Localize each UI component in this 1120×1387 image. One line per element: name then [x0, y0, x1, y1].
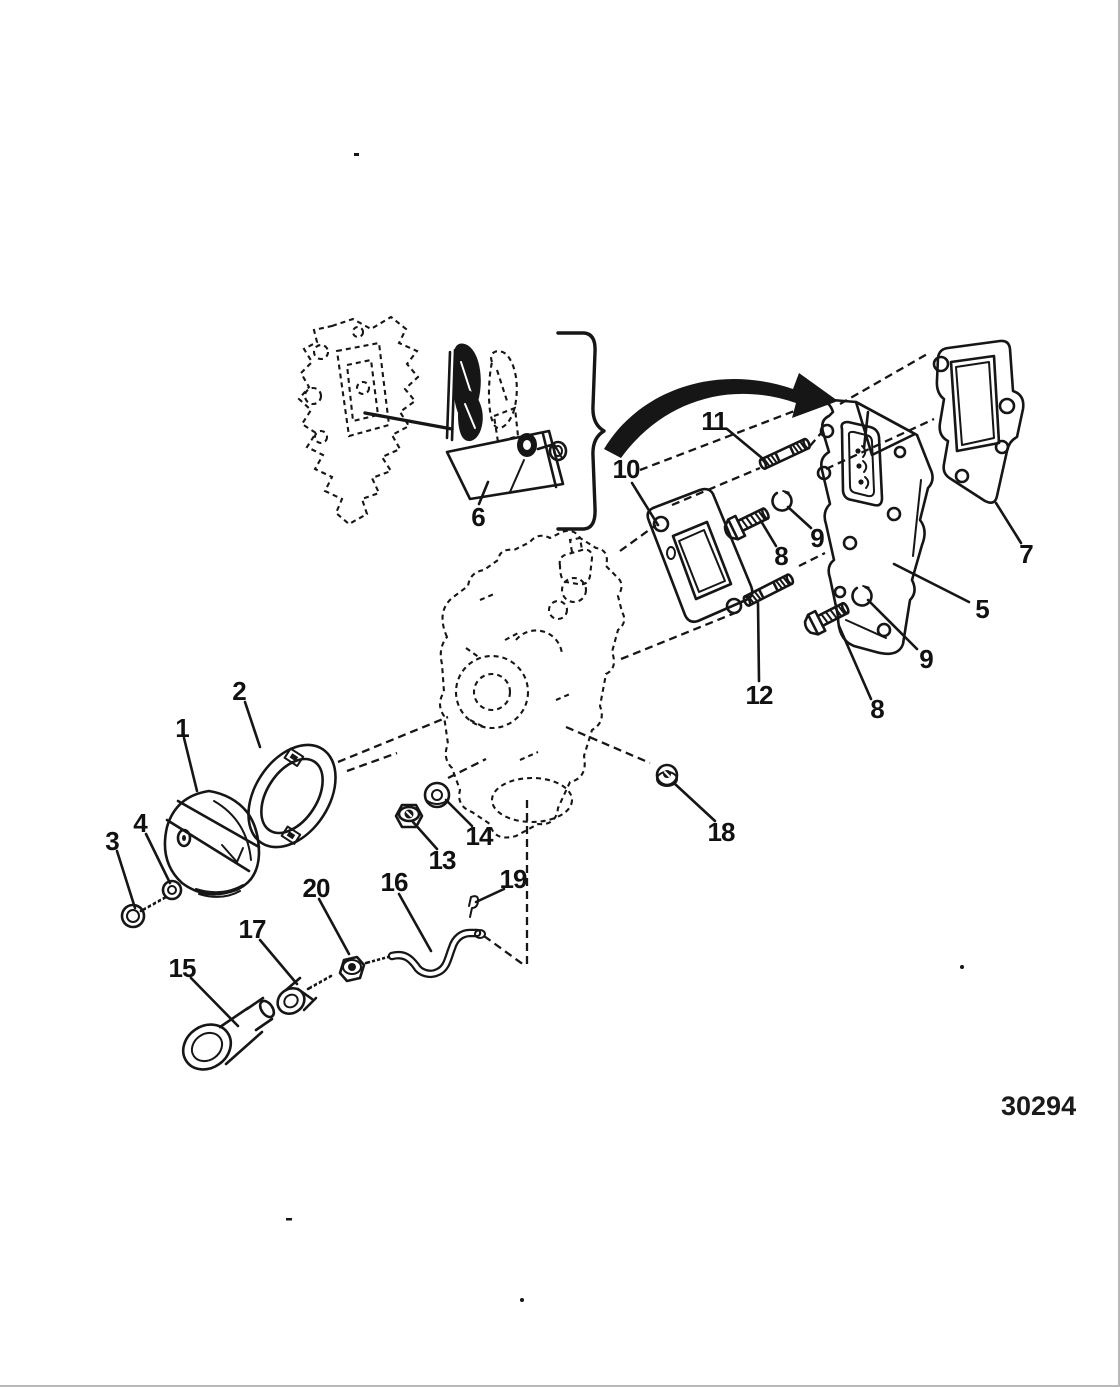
- reed-plate: [445, 429, 565, 501]
- callout-number-20: 20: [303, 873, 330, 903]
- callout-number-13: 13: [429, 845, 456, 875]
- flange-nut-13: [394, 803, 424, 829]
- leader-line-11: [725, 427, 764, 460]
- callout-number-8: 8: [870, 694, 884, 724]
- callout-leader-lines: [115, 427, 1023, 1028]
- leader-line-15: [189, 976, 240, 1028]
- leader-line-5: [892, 562, 971, 604]
- callout-number-10: 10: [613, 454, 640, 484]
- carburetor-phantom: [438, 529, 626, 839]
- leader-line-2: [243, 700, 262, 749]
- callout-number-2: 2: [232, 676, 246, 706]
- leader-line-18: [673, 782, 717, 823]
- callout-number-5: 5: [975, 594, 989, 624]
- callout-number-6: 6: [471, 502, 485, 532]
- callout-number-1: 1: [175, 713, 189, 743]
- engine-block-phantom: [297, 315, 454, 526]
- bolt-8-upper: [720, 501, 774, 544]
- block-pointer-line: [363, 411, 454, 431]
- callout-number-7: 7: [1019, 539, 1033, 569]
- callout-number-8: 8: [774, 541, 788, 571]
- callout-number-9: 9: [919, 644, 933, 674]
- nut-18: [655, 763, 679, 787]
- callout-number-14: 14: [466, 821, 494, 851]
- intake-cover: [163, 789, 261, 898]
- callout-number-15: 15: [169, 953, 196, 983]
- assembly-arrow: [604, 373, 838, 458]
- grouping-brace: [556, 331, 606, 531]
- stud-11: [757, 436, 813, 471]
- reed-valve-assembly: [445, 343, 568, 501]
- leader-line-7: [994, 501, 1023, 545]
- leader-line-8: [837, 624, 873, 701]
- reed-phantom-outline: [487, 350, 520, 444]
- cover-screw: [120, 895, 168, 929]
- fuel-line-16: [364, 928, 486, 978]
- callout-number-12: 12: [746, 680, 773, 710]
- leader-line-8: [759, 519, 778, 548]
- drawing-number: 30294: [1001, 1091, 1077, 1121]
- leader-line-16: [397, 892, 433, 953]
- clip-19: [468, 895, 480, 918]
- bolt-8-lower: [800, 596, 854, 640]
- callout-number-11: 11: [701, 406, 727, 436]
- callout-number-17: 17: [239, 914, 266, 944]
- callout-number-3: 3: [105, 826, 119, 856]
- reed-screw: [536, 440, 568, 462]
- adapter-plate: [816, 397, 934, 656]
- manifold-gasket-outer: [932, 339, 1025, 504]
- leader-line-19: [474, 887, 506, 904]
- plate-gasket-inner: [646, 487, 754, 624]
- cover-washer: [161, 879, 183, 901]
- reed-petals: [453, 343, 483, 442]
- leader-line-17: [258, 938, 299, 986]
- callout-number-18: 18: [708, 817, 735, 847]
- leader-line-4: [144, 832, 172, 885]
- leader-line-10: [630, 481, 660, 527]
- leader-line-9: [866, 598, 919, 651]
- construction-lines: [337, 352, 935, 967]
- scan-specks: [286, 153, 964, 1302]
- callout-number-19: 19: [500, 864, 527, 894]
- cover-ring: [247, 743, 337, 849]
- stud-12: [741, 572, 796, 608]
- leader-line-14: [444, 798, 474, 828]
- leader-line-20: [317, 897, 351, 956]
- reed-washer: [517, 433, 537, 457]
- leader-line-3: [115, 849, 137, 910]
- leader-line-9: [786, 505, 813, 530]
- leader-line-1: [182, 736, 199, 793]
- callout-number-16: 16: [381, 867, 408, 897]
- nut-20: [338, 955, 366, 983]
- fitting-17: [276, 973, 333, 1015]
- cup-plug-15: [181, 996, 276, 1071]
- leader-line-13: [411, 820, 439, 851]
- callout-number-9: 9: [810, 523, 824, 553]
- washer-14: [423, 781, 451, 809]
- leader-line-12: [756, 601, 761, 683]
- callout-number-4: 4: [133, 808, 148, 838]
- leader-line-6: [477, 480, 490, 506]
